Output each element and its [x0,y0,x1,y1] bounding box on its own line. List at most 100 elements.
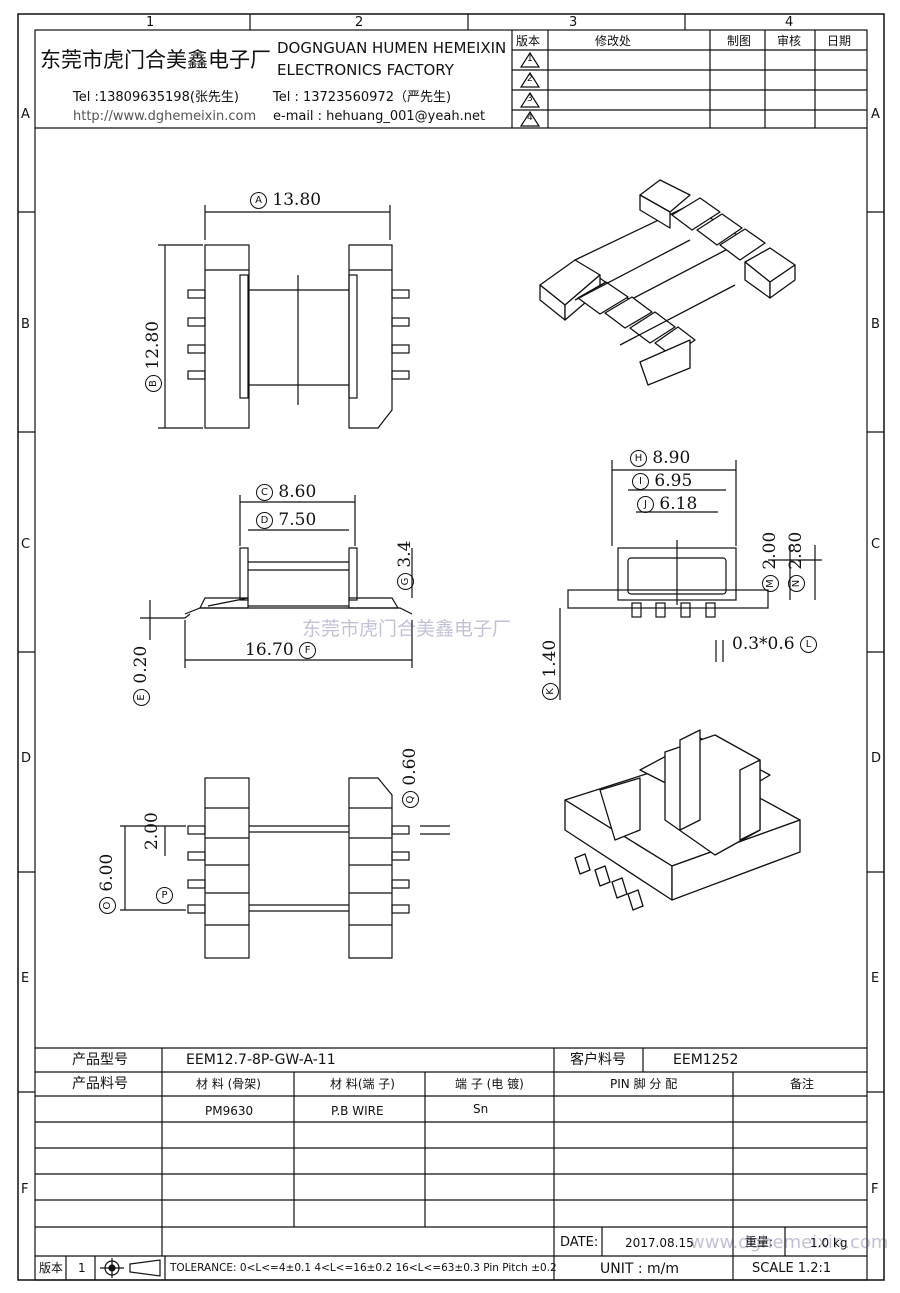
dim-d-value: 7.50 [278,510,317,530]
dim-g-label: G 3.4 [395,541,415,590]
dim-h-value: 8.90 [652,448,691,468]
rev-header-change: 修改处 [595,34,632,48]
row-label-b: B [21,317,30,332]
col-pin-assignment: PIN 脚 分 配 [610,1077,678,1091]
dim-p-value-label: 2.00 [142,812,162,850]
row-label-a: A [21,107,30,122]
dim-c-value: 8.60 [278,482,317,502]
website-link[interactable]: http://www.dghemeixin.com [73,109,257,124]
dim-e-value: 0.20 [131,645,151,684]
version-value: 1 [78,1261,86,1275]
row-label-f: F [21,1182,29,1197]
dim-j-marker: J [637,496,654,513]
col-bobbin-material: 材 料 (骨架) [196,1077,261,1091]
dim-q-label: Q 0.60 [400,748,420,808]
contact-email[interactable]: e-mail : hehuang_001@yeah.net [273,109,486,124]
rev-number-3: 3 [527,94,533,104]
row-label-e: E [21,971,30,986]
company-name-en-1: DOGNGUAN HUMEN HEMEIXIN [277,39,507,57]
dim-k-value: 1.40 [540,639,560,678]
dim-g-value: 3.4 [395,540,415,568]
dim-b-marker: B [145,375,162,392]
rev-number-2: 2 [527,74,533,84]
plating-value: Sn [473,1102,489,1116]
dim-o-marker: O [99,897,116,914]
weight-value: 1.0 kg [810,1236,848,1250]
dim-a-value: 13.80 [272,190,322,210]
customer-part-value: EEM1252 [673,1052,739,1068]
dim-c-label: C 8.60 [256,482,316,502]
rev-header-version: 版本 [516,34,541,48]
dim-q-value: 0.60 [400,747,420,786]
bobbin-material-value: PM9630 [205,1104,254,1118]
contact-tel-2: Tel : 13723560972（严先生) [273,90,452,105]
rev-header-date: 日期 [827,34,852,48]
dim-i-marker: I [632,473,649,490]
row-label-b-right: B [871,317,880,332]
date-label: DATE: [560,1235,599,1250]
rev-number-1: 1 [527,54,533,64]
dim-j-value: 6.18 [659,494,698,514]
company-name-cn: 东莞市虎门合美鑫电子厂 [40,48,271,72]
dim-d-marker: D [256,512,273,529]
dim-k-label: K 1.40 [540,640,560,700]
dim-k-marker: K [542,683,559,700]
dim-f-value: 16.70 [245,640,294,660]
dim-h-marker: H [630,450,647,467]
col-pin-material: 材 料(端 子) [330,1077,395,1091]
dim-n-label: N 2.80 [786,532,806,592]
rev-header-drawn: 制图 [727,34,752,48]
row-label-d-right: D [871,751,882,766]
dim-b-label: B 12.80 [143,321,163,392]
dim-l-value: 0.3*0.6 [732,634,795,654]
dim-j-label: J 6.18 [637,494,697,514]
dim-i-label: I 6.95 [632,471,692,491]
dim-n-marker: N [788,575,805,592]
tolerance-note: TOLERANCE: 0<L<=4±0.1 4<L<=16±0.2 16<L<=… [170,1262,557,1274]
dim-i-value: 6.95 [654,471,693,491]
customer-part-label: 客户料号 [570,1052,626,1068]
dim-q-marker: Q [402,791,419,808]
rev-header-checked: 审核 [777,34,802,48]
row-label-c: C [21,537,31,552]
dim-p-marker-wrap: P [156,885,173,905]
row-label-d: D [21,751,32,766]
dim-d-label: D 7.50 [256,510,316,530]
scale-label: SCALE 1.2:1 [752,1261,832,1276]
col-label-4: 4 [785,15,794,30]
dim-m-label: M 2.00 [760,532,780,592]
dim-o-value: 6.00 [97,853,117,892]
part-number-label: 产品料号 [72,1076,128,1092]
watermark-center: 东莞市虎门合美鑫电子厂 [302,618,512,640]
dim-e-marker: E [133,689,150,706]
row-label-f-right: F [871,1182,879,1197]
company-name-en-2: ELECTRONICS FACTORY [277,61,454,79]
weight-label: 重量: [745,1235,774,1249]
col-plating: 端 子 (电 镀) [455,1077,524,1091]
dim-f-label: 16.70 F [245,640,317,660]
pin-material-value: P.B WIRE [331,1104,384,1118]
model-label: 产品型号 [72,1052,128,1068]
dim-l-label: 0.3*0.6 L [732,634,817,654]
dim-m-value: 2.00 [760,531,780,570]
col-label-3: 3 [569,15,578,30]
row-label-a-right: A [871,107,880,122]
dim-f-marker: F [299,642,317,659]
rev-number-4: 4 [527,113,533,123]
col-label-2: 2 [355,15,364,30]
dim-m-marker: M [762,575,779,592]
watermark-bottom: www.dghemeixin.com [690,1232,889,1253]
dim-l-marker: L [799,636,817,653]
dim-n-value: 2.80 [786,531,806,570]
date-value: 2017.08.15 [625,1236,694,1250]
dim-p-value: 2.00 [142,812,162,850]
dim-a-label: A 13.80 [250,190,321,210]
row-label-c-right: C [871,537,881,552]
model-value: EEM12.7-8P-GW-A-11 [186,1052,336,1068]
dim-e-label: E 0.20 [131,646,151,706]
dim-g-marker: G [397,573,414,590]
dim-h-label: H 8.90 [630,448,690,468]
dim-a-marker: A [250,192,267,209]
version-label: 版本 [39,1261,64,1275]
